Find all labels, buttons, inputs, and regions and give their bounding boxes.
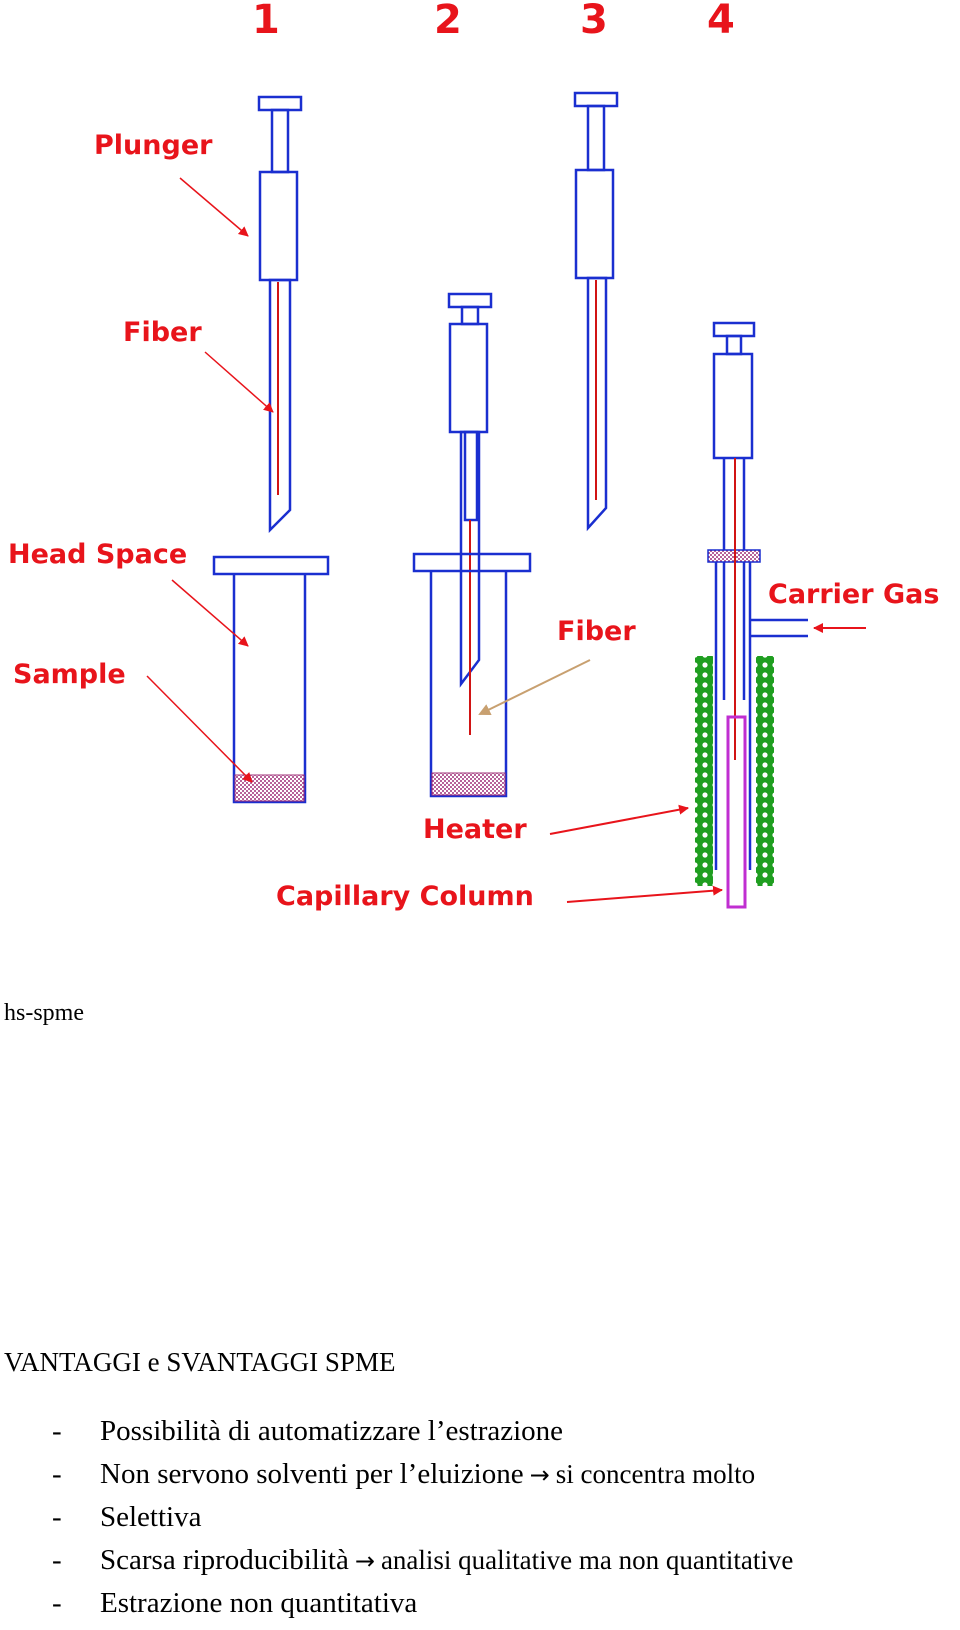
list-item-text: Selettiva [100, 1501, 202, 1533]
figure-caption: hs-spme [4, 1000, 84, 1026]
list-item-text: Estrazione non quantitativa [100, 1587, 418, 1619]
arrow-fiber-2 [478, 659, 591, 715]
arrow-head-space [171, 579, 249, 647]
label-fiber-1: Fiber [123, 317, 202, 348]
syringe-1 [257, 95, 303, 534]
syringe-3 [573, 91, 619, 532]
heater-right [756, 656, 774, 886]
arrow-capillary-column [566, 885, 723, 903]
bullet-dash: - [52, 1501, 62, 1533]
spme-diagram: 1 2 3 4 Plunger Fiber Head Space Sample … [8, 0, 939, 912]
label-plunger: Plunger [94, 130, 213, 161]
heater-left [695, 656, 713, 886]
arrow-sample [146, 675, 253, 783]
sample-1 [234, 774, 305, 802]
label-head-space: Head Space [8, 539, 187, 570]
bullet-dash: - [52, 1458, 62, 1490]
arrow-heater [549, 804, 689, 835]
list-item-text: Scarsa riproducibilità→analisi qualitati… [100, 1544, 794, 1576]
label-fiber-2: Fiber [557, 616, 636, 647]
syringe-4 [712, 321, 756, 700]
label-carrier-gas: Carrier Gas [768, 579, 939, 610]
vial-2 [412, 552, 532, 798]
right-arrow-icon: → [354, 1547, 375, 1575]
bullet-dash: - [52, 1587, 62, 1619]
step-number-3: 3 [580, 0, 608, 43]
list-item-text: Non servono solventi per l’eluizione→si … [100, 1458, 756, 1490]
capillary-column [726, 715, 747, 909]
arrow-plunger [179, 177, 249, 237]
label-capillary-column: Capillary Column [276, 881, 534, 912]
vial-1 [212, 555, 330, 804]
list-item-text: Possibilità di automatizzare l’estrazion… [100, 1415, 564, 1447]
label-sample: Sample [13, 659, 126, 690]
step-number-4: 4 [707, 0, 735, 43]
arrow-fiber-1 [204, 351, 274, 413]
bullet-dash: - [52, 1415, 62, 1447]
right-arrow-icon: → [529, 1461, 550, 1489]
bullet-dash: - [52, 1544, 62, 1576]
step-number-2: 2 [434, 0, 462, 43]
step-number-1: 1 [252, 0, 280, 43]
label-heater: Heater [423, 814, 527, 845]
sample-2 [431, 772, 506, 796]
injector-liner [714, 562, 808, 870]
section-heading: VANTAGGI e SVANTAGGI SPME [4, 1347, 396, 1377]
